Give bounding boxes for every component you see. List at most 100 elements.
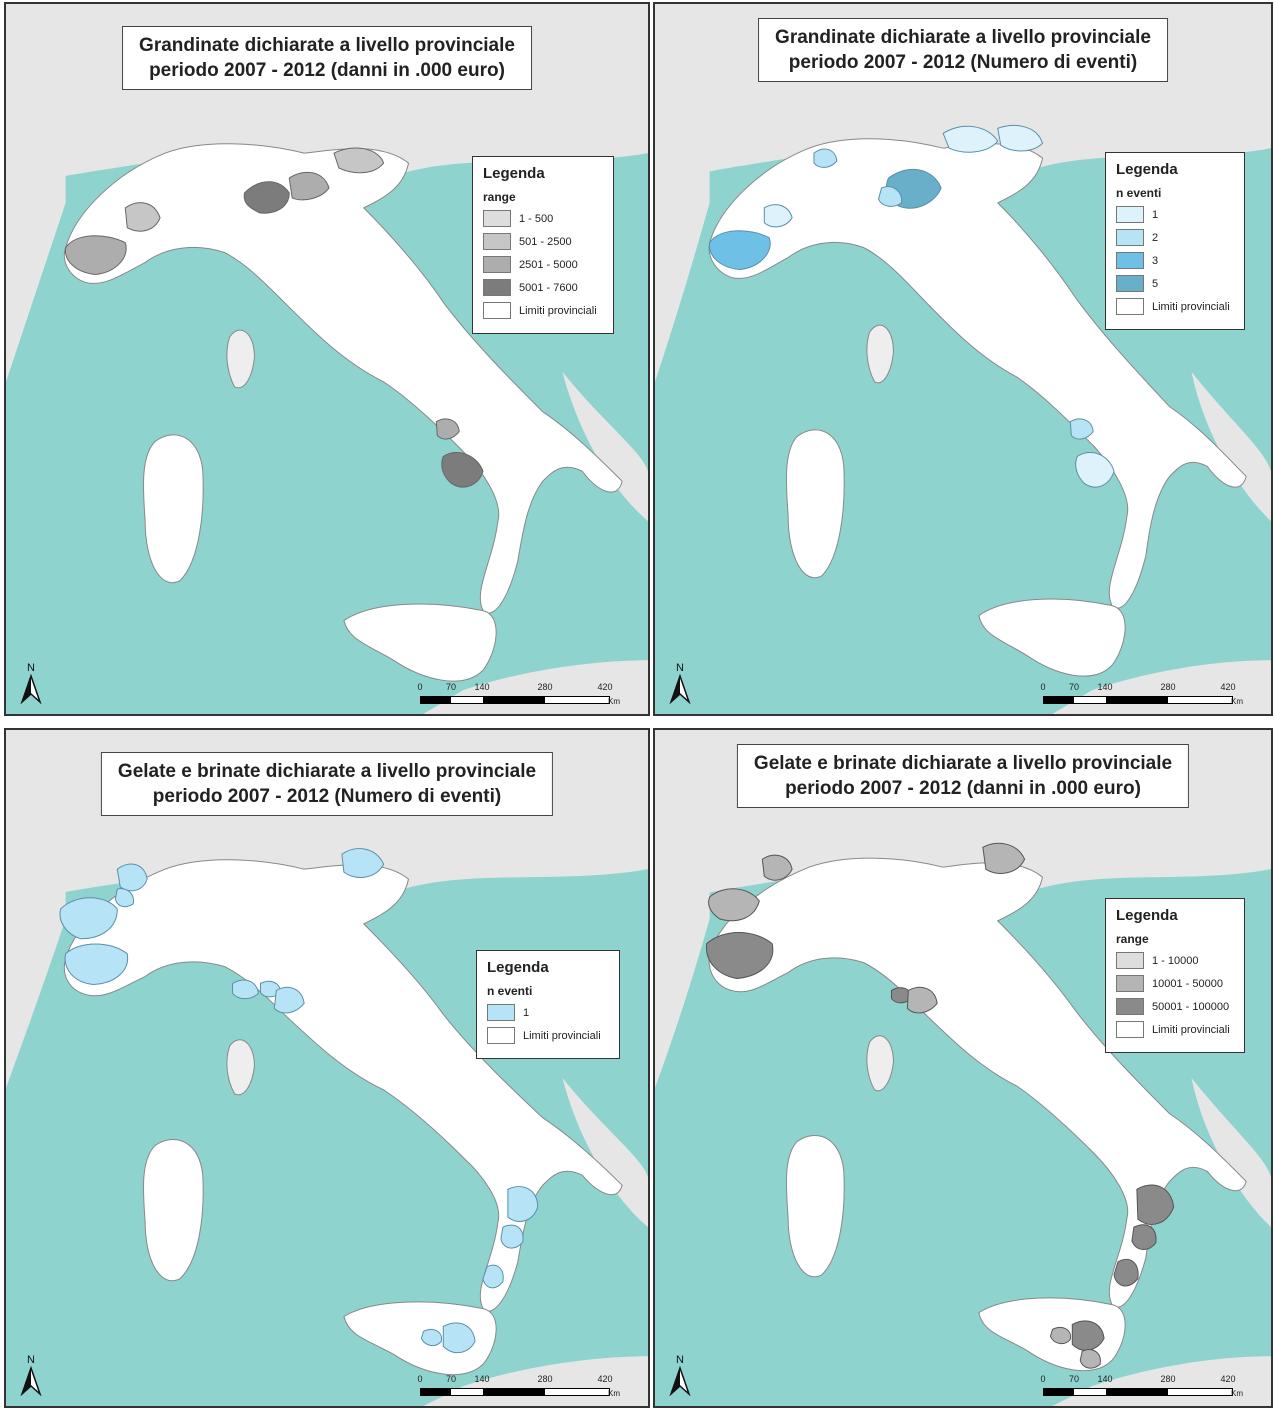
map-title: Grandinate dichiarate a livello provinci… [122, 26, 532, 90]
legend-swatch [1116, 952, 1144, 969]
legend: Legenda range 1 - 500 501 - 2500 2501 - … [472, 156, 614, 334]
corsica [866, 1035, 894, 1092]
legend-label: Limiti provinciali [1152, 1023, 1230, 1036]
region-catanzaro [500, 1224, 524, 1249]
region-aosta [813, 148, 838, 168]
scale-tick-label: 140 [1097, 1374, 1113, 1384]
north-arrow-icon: N [20, 662, 42, 708]
scale-tick-label: 70 [445, 1374, 457, 1384]
scale-segments [420, 1388, 610, 1396]
region-reggio [482, 1264, 504, 1289]
legend-item: 1 - 500 [483, 210, 603, 227]
peninsula [63, 143, 623, 614]
scale-tick-label: 140 [1097, 682, 1113, 692]
region-torino [708, 888, 760, 922]
legend-label: 1 [523, 1006, 530, 1019]
legend-subtitle: range [1116, 932, 1149, 946]
map-italy [6, 730, 648, 1406]
title-line-2: periodo 2007 - 2012 (danni in .000 euro) [785, 778, 1141, 799]
legend-label: Limiti provinciali [523, 1029, 601, 1042]
legend-item: 2 [1116, 229, 1234, 246]
region-lucca [232, 979, 259, 1000]
region-salerno [1075, 451, 1115, 488]
legend-swatch [1116, 252, 1144, 269]
legend-title: Legenda [1116, 161, 1178, 178]
north-arrow-glyph [669, 1365, 691, 1397]
legend-label: 501 - 2500 [519, 235, 572, 248]
map-title: Gelate e brinate dichiarate a livello pr… [100, 752, 554, 816]
scale-tick-label: 70 [1068, 682, 1080, 692]
north-arrow-glyph [20, 673, 42, 705]
legend-item: 3 [1116, 252, 1234, 269]
scale-bar: 0 70 140 280 420 Km [1040, 1374, 1243, 1400]
north-label: N [676, 662, 684, 674]
north-arrow-icon: N [20, 1354, 42, 1400]
scale-unit: Km [608, 697, 620, 706]
scale-tick-label: 0 [417, 682, 423, 692]
title-line-1: Gelate e brinate dichiarate a livello pr… [753, 753, 1173, 774]
sardinia [785, 429, 845, 579]
region-benevento [1069, 418, 1094, 440]
corsica [226, 1039, 255, 1096]
legend-subtitle: range [483, 190, 516, 204]
region-udine [982, 842, 1026, 874]
region-cuneo [706, 932, 774, 980]
region-benevento [435, 418, 460, 440]
scale-tick-label: 280 [537, 1374, 553, 1384]
legend-item: Limiti provinciali [1116, 298, 1234, 315]
north-arrow-icon: N [669, 1354, 691, 1400]
scale-tick-label: 420 [1220, 1374, 1236, 1384]
legend-item: 501 - 2500 [483, 233, 603, 250]
legend-label: 5001 - 7600 [519, 281, 578, 294]
scale-tick-label: 280 [537, 682, 553, 692]
legend-subtitle: n eventi [1116, 186, 1162, 200]
north-label: N [27, 1354, 35, 1366]
north-label: N [676, 1354, 684, 1366]
region-catania [442, 1322, 476, 1354]
sardinia [785, 1134, 845, 1278]
legend-swatch [483, 302, 511, 319]
panel-frost-events: Gelate e brinate dichiarate a livello pr… [4, 728, 650, 1408]
legend-subtitle: n eventi [487, 984, 533, 998]
sardinia [142, 434, 204, 584]
legend: Legenda n eventi 1 2 3 5 Limiti provinci… [1105, 152, 1245, 330]
title-line-1: Gelate e brinate dichiarate a livello pr… [117, 761, 537, 782]
region-catanzaro [1131, 1224, 1157, 1250]
legend-swatch [487, 1004, 515, 1021]
legend: Legenda range 1 - 10000 10001 - 50000 50… [1105, 898, 1245, 1053]
scale-unit: Km [608, 1389, 620, 1398]
scale-bar: 0 70 140 280 420 Km [417, 682, 620, 708]
region-torino [59, 897, 118, 940]
legend-item: 2501 - 5000 [483, 256, 603, 273]
legend-swatch [1116, 275, 1144, 292]
scale-unit: Km [1231, 697, 1243, 706]
map-italy [6, 4, 648, 714]
region-vicenza [878, 186, 903, 207]
panel-frost-damage: Gelate e brinate dichiarate a livello pr… [653, 728, 1273, 1408]
region-cosenza [1136, 1184, 1175, 1225]
region-enna [420, 1329, 442, 1347]
scale-unit: Km [1231, 1389, 1243, 1398]
legend-label: 2 [1152, 231, 1159, 244]
region-belluno [942, 125, 999, 153]
legend-title: Legenda [1116, 907, 1178, 924]
region-verona [288, 171, 330, 201]
region-biella [114, 888, 134, 908]
corsica [866, 324, 894, 384]
region-vercelli [761, 854, 793, 881]
legend-item: 5001 - 7600 [483, 279, 603, 296]
north-arrow-glyph [669, 673, 691, 705]
legend-item: 1 [1116, 206, 1234, 223]
legend-label: Limiti provinciali [519, 304, 597, 317]
legend-swatch [1116, 298, 1144, 315]
legend-label: 5 [1152, 277, 1159, 290]
legend-label: 1 - 10000 [1152, 954, 1199, 967]
legend-swatch [487, 1027, 515, 1044]
title-line-2: periodo 2007 - 2012 (danni in .000 euro) [149, 60, 505, 81]
scale-tick-label: 140 [474, 682, 490, 692]
region-cuneo [64, 943, 129, 985]
legend-item: 1 [487, 1004, 609, 1021]
legend-item: Limiti provinciali [487, 1027, 609, 1044]
legend-label: 3 [1152, 254, 1159, 267]
